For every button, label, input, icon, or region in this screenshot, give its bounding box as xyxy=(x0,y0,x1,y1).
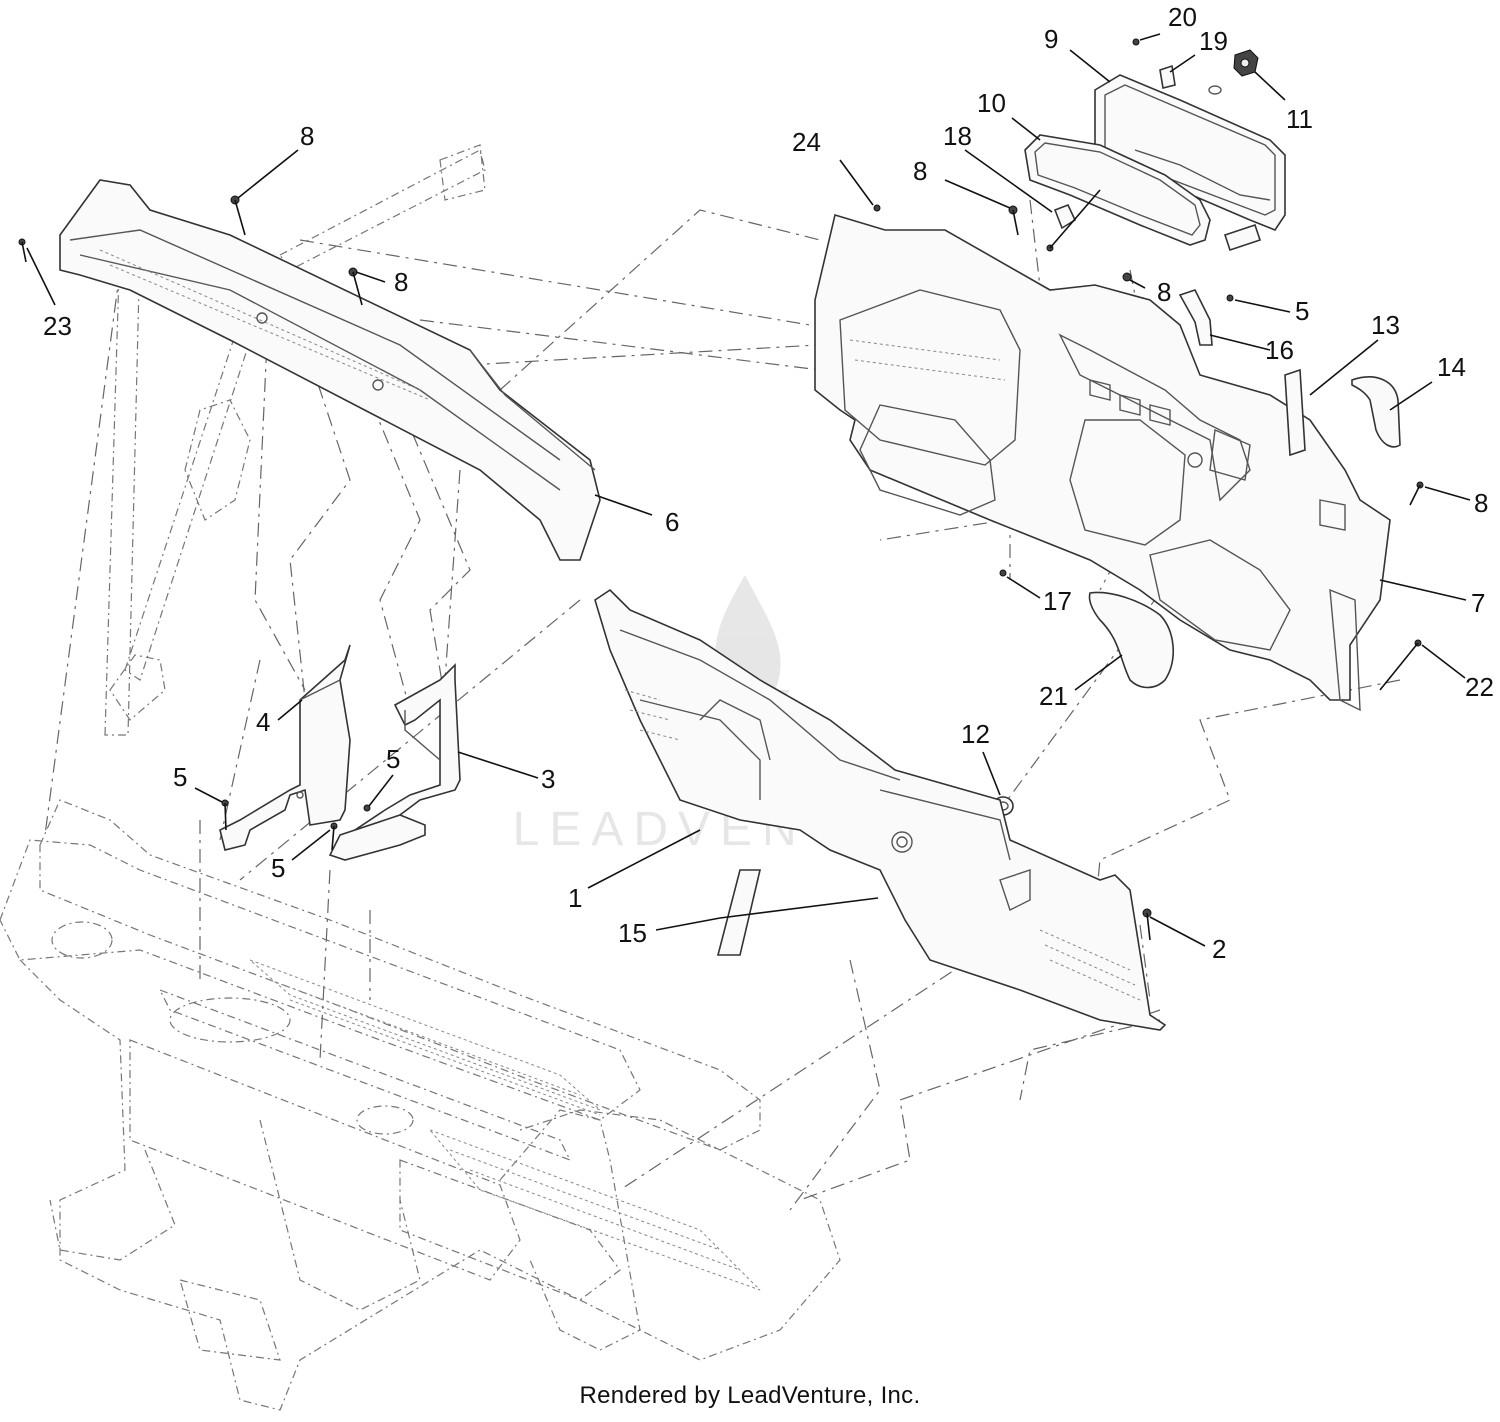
bolt-22 xyxy=(1379,639,1422,691)
screw-5-bracket-3 xyxy=(363,804,371,812)
callout-11: 11 xyxy=(1286,104,1313,134)
bolt-8-dash-mid xyxy=(1122,272,1132,282)
callout-19: 19 xyxy=(1199,26,1228,56)
part-21-fan-plate xyxy=(1088,591,1175,689)
nut-17 xyxy=(999,569,1007,577)
washer-18 xyxy=(1046,189,1101,252)
callout-20: 20 xyxy=(1168,2,1197,32)
part-4-bracket xyxy=(219,644,351,851)
callout-8d: 8 xyxy=(1157,277,1171,307)
callout-17: 17 xyxy=(1043,586,1072,616)
callout-14: 14 xyxy=(1437,352,1466,382)
callout-13: 13 xyxy=(1371,310,1400,340)
callout-4: 4 xyxy=(256,707,270,737)
callout-leaders xyxy=(26,33,1471,947)
callout-23: 23 xyxy=(43,311,72,341)
callout-labels: 1 2 3 4 5 5 5 5 6 7 8 8 8 8 8 9 10 11 12… xyxy=(43,2,1494,964)
part-1-lower-dash-panel xyxy=(594,588,1167,1031)
footer-credit: Rendered by LeadVenture, Inc. xyxy=(579,1382,921,1409)
callout-16: 16 xyxy=(1265,335,1294,365)
hardware-fasteners xyxy=(18,38,1424,941)
callout-15: 15 xyxy=(618,918,647,948)
washer-top xyxy=(1208,85,1222,95)
callout-7: 7 xyxy=(1471,588,1485,618)
callout-8c: 8 xyxy=(913,156,927,186)
part-6-upper-cross-panel xyxy=(59,179,601,561)
bolt-2 xyxy=(1142,908,1152,941)
bolt-8-dash-right xyxy=(1409,481,1424,506)
callout-8e: 8 xyxy=(1474,488,1488,518)
callout-5b: 5 xyxy=(386,744,400,774)
part-10-inner-frame xyxy=(1024,134,1211,246)
callout-5d: 5 xyxy=(1295,296,1309,326)
screw-5-lower xyxy=(330,822,338,851)
callout-6: 6 xyxy=(665,507,679,537)
callout-8a: 8 xyxy=(300,121,314,151)
pin-20 xyxy=(1132,38,1140,46)
callout-3: 3 xyxy=(541,764,555,794)
part-11-knob xyxy=(1233,49,1259,77)
bolt-8-top-left xyxy=(230,195,246,236)
part-3-bracket xyxy=(328,663,461,861)
screw-24 xyxy=(873,204,881,212)
callout-22: 22 xyxy=(1465,672,1494,702)
part-13-decal-strip xyxy=(1284,368,1306,457)
callout-18: 18 xyxy=(943,121,972,151)
callout-12: 12 xyxy=(961,719,990,749)
callout-2: 2 xyxy=(1212,934,1226,964)
callout-5a: 5 xyxy=(173,762,187,792)
part-14-curved-decal xyxy=(1351,376,1401,448)
callout-5c: 5 xyxy=(271,853,285,883)
callout-21: 21 xyxy=(1039,681,1068,711)
part-7-dash-assembly xyxy=(814,213,1391,712)
part-16-clip xyxy=(1178,289,1213,346)
callout-1: 1 xyxy=(568,883,582,913)
chassis-frame-ghost xyxy=(0,799,841,1411)
callout-8b: 8 xyxy=(394,267,408,297)
bolt-8-dash-top xyxy=(1008,205,1019,236)
callout-10: 10 xyxy=(977,88,1006,118)
screw-5-bracket-4 xyxy=(221,799,229,831)
callout-24: 24 xyxy=(792,127,821,157)
callout-9: 9 xyxy=(1044,24,1058,54)
bolt-23 xyxy=(18,238,27,263)
screw-5-dash xyxy=(1226,294,1234,302)
